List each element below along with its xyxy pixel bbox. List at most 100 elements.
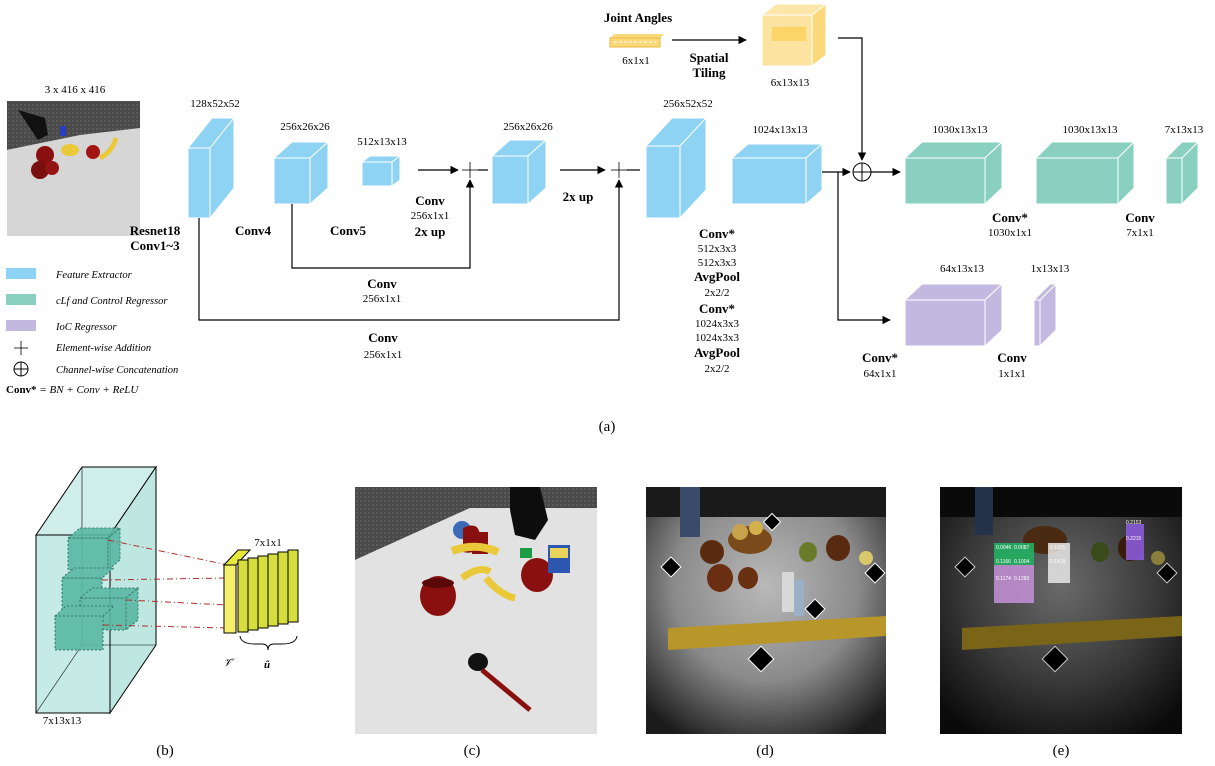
joint-title: Joint Angles — [604, 10, 672, 25]
out-kernel-label: 7x1x1 — [1126, 227, 1154, 239]
label-e-4: 0.1004 — [1014, 559, 1030, 565]
c2-size-label: 1030x13x13 — [1063, 124, 1119, 136]
ioc-out-size-label: 1x13x13 — [1031, 263, 1070, 275]
legend-ioc: IoC Regressor — [55, 322, 117, 333]
legend-add: Element-wise Addition — [55, 343, 151, 354]
pred-box-white — [1048, 543, 1070, 583]
legend-feature-swatch — [6, 268, 36, 279]
conv5-block — [360, 155, 402, 187]
stack-8: AvgPool — [694, 345, 740, 360]
up1-kernel-label: 256x1x1 — [411, 210, 450, 222]
legend-ioc-swatch — [6, 320, 36, 331]
post-size-label: 1024x13x13 — [753, 124, 809, 136]
ioc-block — [903, 282, 1004, 348]
stack-5: Conv* — [699, 301, 735, 316]
pred-box-green — [994, 543, 1034, 565]
stack-6: 1024x3x3 — [695, 318, 740, 330]
legend-concat-symbol — [13, 361, 29, 377]
ioc-output-block — [1032, 282, 1058, 348]
head-block-1 — [903, 140, 1004, 206]
head-output-block — [1164, 140, 1200, 206]
legend-convstar: Conv* = BN + Conv + ReLU — [6, 384, 139, 396]
add-node-2 — [611, 162, 627, 178]
stack-9: 2x2/2 — [704, 363, 729, 375]
label-e-5: 0.1418 — [1050, 559, 1066, 565]
post-block — [730, 142, 824, 206]
conv5-size-label: 512x13x13 — [357, 136, 407, 148]
tiled-size-label: 6x13x13 — [771, 77, 810, 89]
joint-angles-bar — [609, 34, 664, 48]
pred-box-pink — [994, 565, 1034, 603]
label-e-2: 0.1005 — [1050, 545, 1066, 551]
conv4-block — [272, 140, 330, 206]
panel-b-grid-size: 7x13x13 — [43, 715, 82, 727]
upsampled-block — [490, 138, 548, 206]
panel-b-u-symbol: û — [264, 659, 270, 671]
merge-block — [644, 116, 708, 220]
stack-1: 512x3x3 — [698, 243, 737, 255]
ioc-conv-star-kernel: 64x1x1 — [864, 368, 897, 380]
up1-conv-label: Conv — [415, 193, 445, 208]
concat-node — [852, 162, 872, 182]
skip2-kernel-label: 256x1x1 — [364, 349, 403, 361]
joint-size-label: 6x1x1 — [622, 55, 650, 67]
label-e-0: 0.0046 — [996, 545, 1012, 551]
out-conv-label: Conv — [1125, 210, 1155, 225]
up2-label: 2x up — [563, 189, 594, 204]
panel-b-grid-volume — [35, 465, 157, 715]
caption-c: (c) — [464, 743, 481, 759]
head-block-2 — [1034, 140, 1136, 206]
ioc-size-label: 64x13x13 — [940, 263, 985, 275]
caption-a: (a) — [599, 419, 616, 435]
input-image — [7, 101, 140, 236]
conv-star-label: Conv* — [992, 210, 1028, 225]
legend-add-symbol — [14, 341, 28, 355]
skip1-conv-label: Conv — [367, 276, 397, 291]
conv5-label: Conv5 — [330, 223, 367, 238]
branch-ioc-line — [837, 172, 891, 325]
tiling-line1: Spatial — [689, 50, 728, 65]
joint-to-concat — [838, 37, 867, 161]
skip-backbone-line — [198, 179, 624, 321]
label-e-6: 0.1174 — [996, 576, 1011, 582]
tiling-line2: Tiling — [692, 65, 726, 80]
panel-b-v-symbol: 𝒱̂ — [223, 657, 236, 669]
panel-b-slice-size: 7x1x1 — [254, 537, 282, 549]
up1-up-label: 2x up — [415, 224, 446, 239]
tiled-joint-block — [760, 2, 828, 68]
label-e-9: 0.2215 — [1126, 536, 1142, 542]
stack-3: AvgPool — [694, 269, 740, 284]
label-e-3: 0.1166 — [996, 559, 1011, 565]
panel-b-vector — [222, 549, 299, 651]
backbone-name-2: Conv1~3 — [130, 238, 180, 253]
label-e-7: 0.1283 — [1014, 576, 1030, 582]
skip1-kernel-label: 256x1x1 — [363, 293, 402, 305]
concat-size-label: 1030x13x13 — [933, 124, 989, 136]
up-block-size-label: 256x26x26 — [503, 121, 553, 133]
panel-b-dash-lines — [101, 539, 229, 629]
caption-e: (e) — [1053, 743, 1070, 759]
legend-clf-swatch — [6, 294, 36, 305]
conv1-size-label: 128x52x52 — [190, 98, 240, 110]
legend-feature: Feature Extractor — [55, 270, 133, 281]
merge-size-label: 256x52x52 — [663, 98, 713, 110]
skip-conv4-line — [291, 179, 475, 269]
ioc-conv-kernel: 1x1x1 — [998, 368, 1026, 380]
ioc-conv-label: Conv — [997, 350, 1027, 365]
legend-clf: cLf and Control Regressor — [56, 296, 168, 307]
backbone-name-1: Resnet18 — [130, 223, 181, 238]
backbone-conv1-3-block — [186, 116, 236, 220]
legend-concat: Channel-wise Concatenation — [56, 365, 178, 376]
conv-star-kernel: 1030x1x1 — [988, 227, 1032, 239]
conv4-label: Conv4 — [235, 223, 272, 238]
stack-7: 1024x3x3 — [695, 332, 740, 344]
stack-0: Conv* — [699, 226, 735, 241]
skip2-conv-label: Conv — [368, 330, 398, 345]
stack-2: 512x3x3 — [698, 257, 737, 269]
pred-box-purple — [1126, 524, 1144, 560]
label-e-8: 0.2153 — [1126, 520, 1142, 526]
stack-4: 2x2/2 — [704, 287, 729, 299]
panel-d-real-image — [646, 487, 886, 734]
caption-b: (b) — [156, 743, 174, 759]
